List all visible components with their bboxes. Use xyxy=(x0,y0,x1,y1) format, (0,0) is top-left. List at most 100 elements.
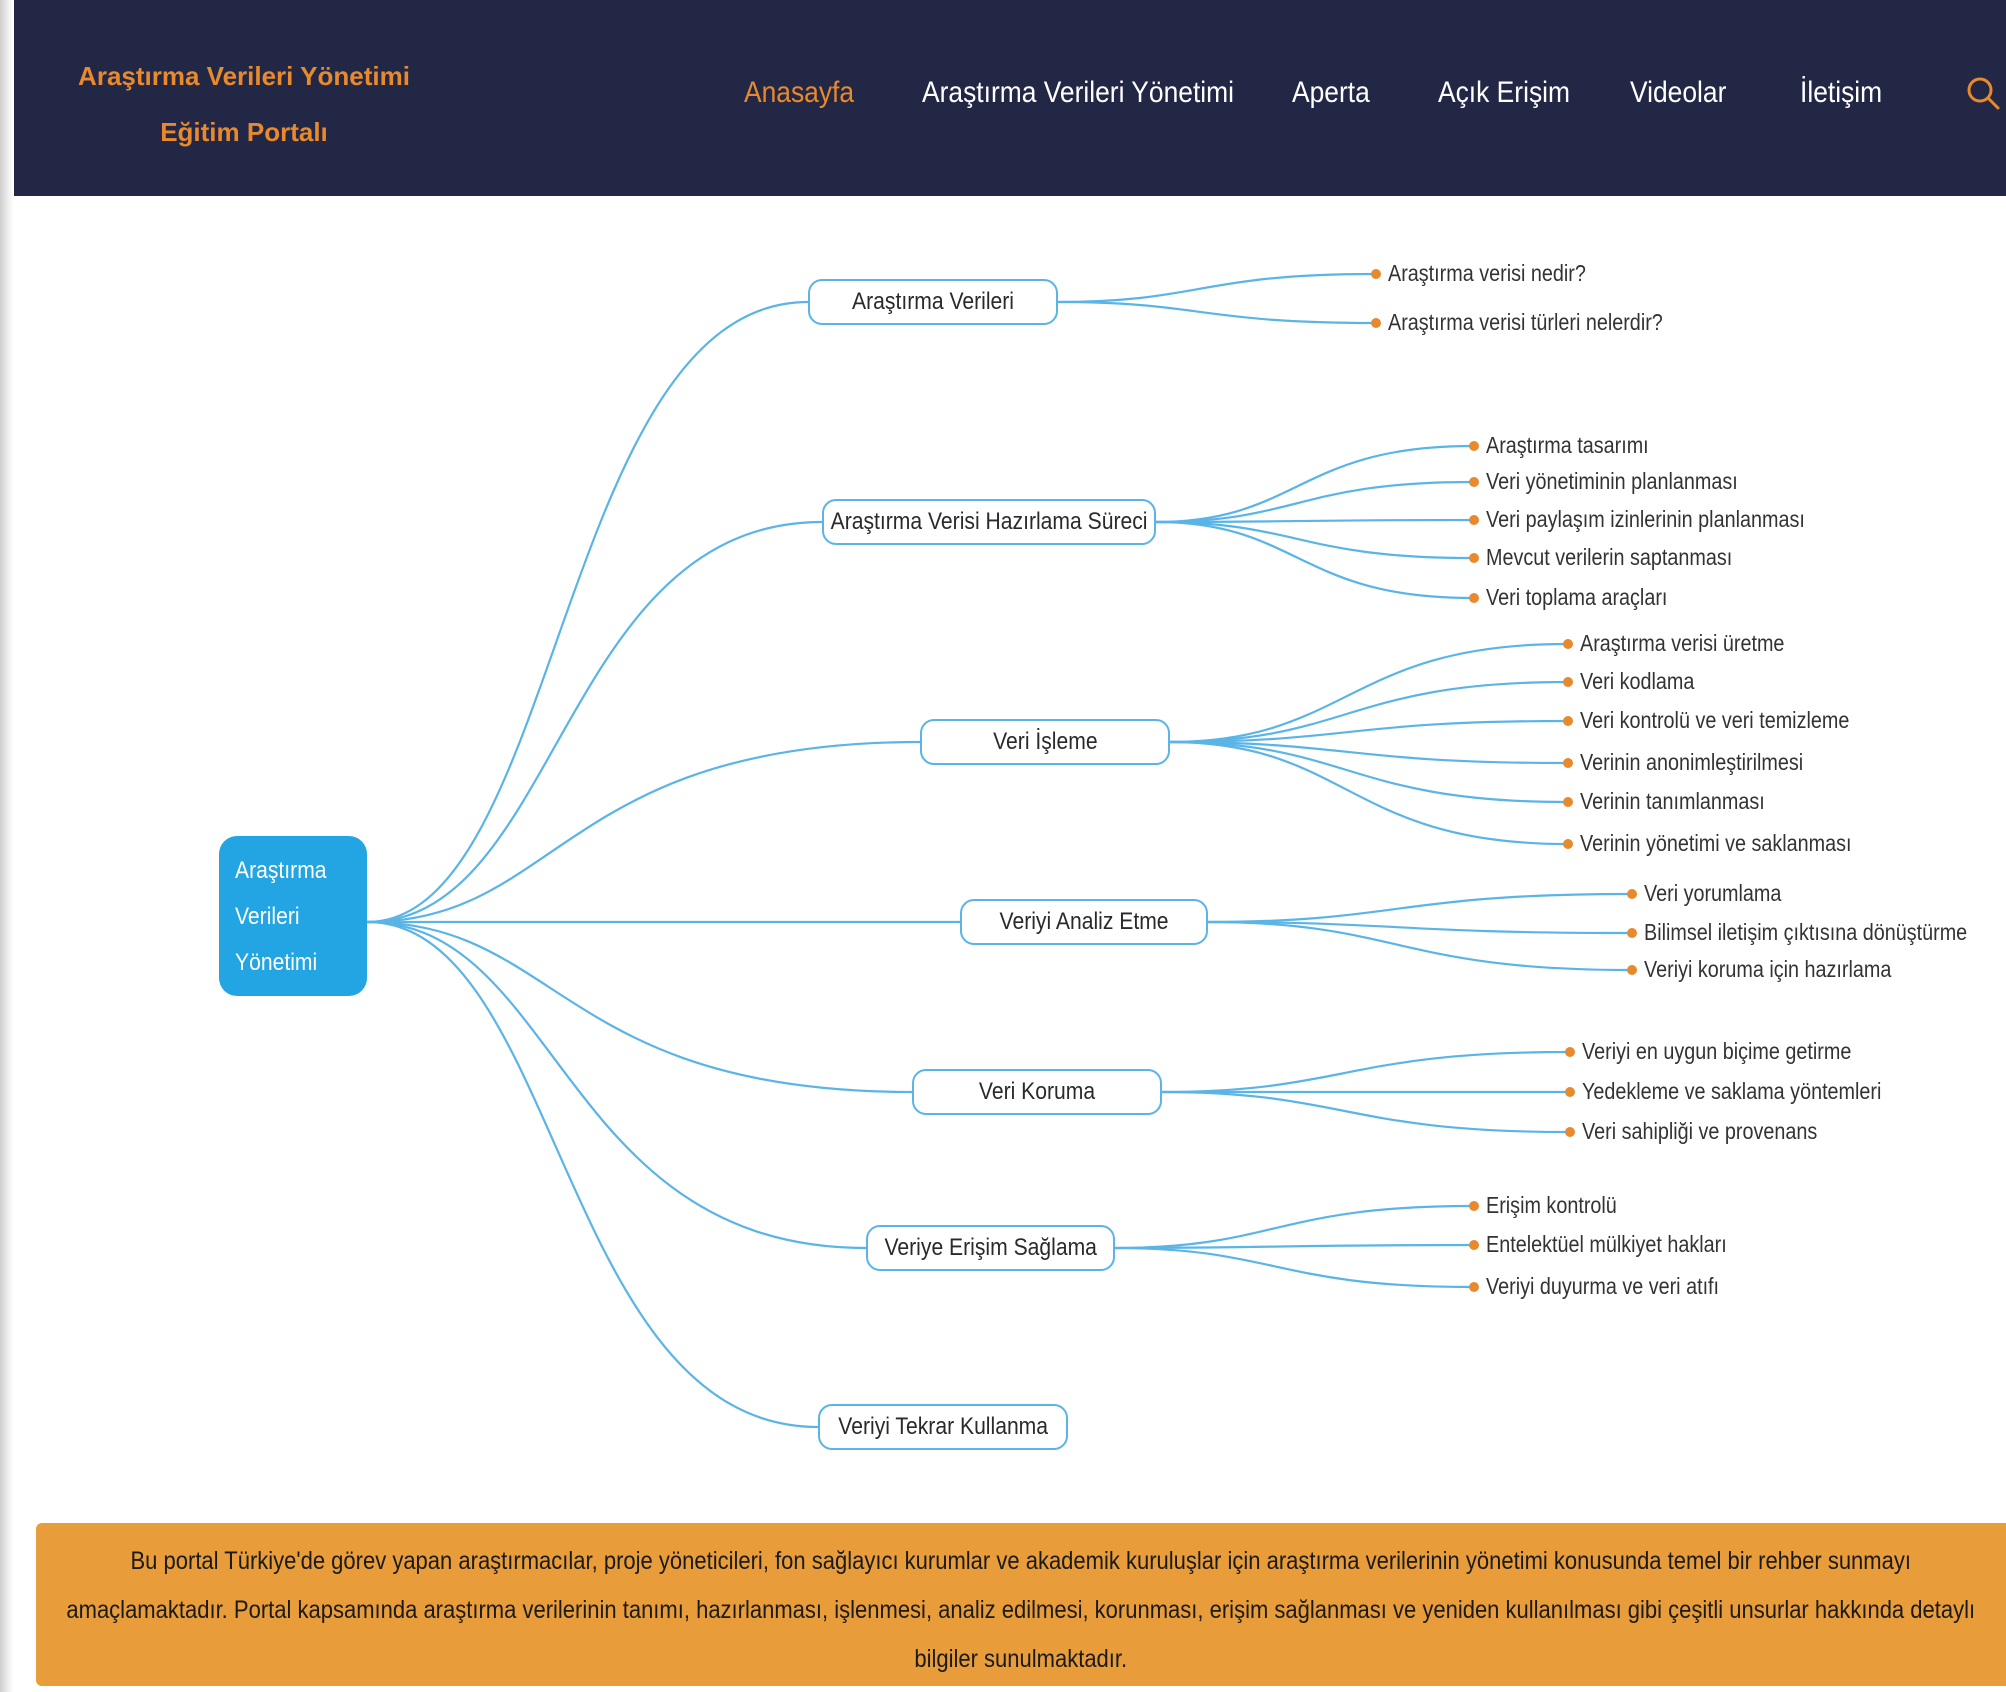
branch-3-leaf-connector-6 xyxy=(1169,740,1567,846)
root-to-branch-connector-2 xyxy=(366,520,823,924)
branch-4-leaf-connector-3 xyxy=(1207,920,1631,972)
leaf-bullet-dot xyxy=(1627,965,1637,975)
nav-videolar[interactable]: Videolar xyxy=(1630,76,1727,109)
root-to-branch-connector-1 xyxy=(366,300,809,924)
branch-3-leaf-connector-4 xyxy=(1169,740,1567,765)
branch-3-leaf-connector-5 xyxy=(1169,740,1567,804)
leaf-bullet-dot xyxy=(1469,477,1479,487)
branch-3-leaf-connector-2 xyxy=(1169,680,1567,744)
leaf-bullet-dot xyxy=(1469,515,1479,525)
root-to-branch-connector-5 xyxy=(366,920,913,1094)
leaf-topic-2-3[interactable]: Veri paylaşım izinlerinin planlanması xyxy=(1486,506,1805,532)
branch-node-4[interactable]: Veriyi Analiz Etme xyxy=(960,899,1208,945)
branch-6-leaf-connector-1 xyxy=(1114,1204,1473,1250)
branch-node-5[interactable]: Veri Koruma xyxy=(912,1069,1162,1115)
branch-5-leaf-connector-1 xyxy=(1161,1050,1569,1094)
brand-line-2: Eğitim Portalı xyxy=(160,117,328,147)
leaf-topic-3-4[interactable]: Verinin anonimleştirilmesi xyxy=(1580,749,1804,775)
leaf-topic-2-1[interactable]: Araştırma tasarımı xyxy=(1486,432,1649,458)
root-label-line-2: Verileri xyxy=(235,903,300,930)
leaf-bullet-dot xyxy=(1563,839,1573,849)
branch-node-3[interactable]: Veri İşleme xyxy=(920,719,1170,765)
leaf-bullet-dot xyxy=(1563,716,1573,726)
nav-acik-erisim[interactable]: Açık Erişim xyxy=(1438,76,1570,109)
branch-node-7[interactable]: Veriyi Tekrar Kullanma xyxy=(818,1404,1068,1450)
leaf-topic-1-1[interactable]: Araştırma verisi nedir? xyxy=(1388,260,1586,286)
branch-node-2[interactable]: Araştırma Verisi Hazırlama Süreci xyxy=(822,499,1156,545)
leaf-topic-1-2[interactable]: Araştırma verisi türleri nelerdir? xyxy=(1388,309,1663,335)
portal-description-banner: Bu portal Türkiye'de görev yapan araştır… xyxy=(36,1523,2006,1686)
leaf-bullet-dot xyxy=(1563,797,1573,807)
leaf-bullet-dot xyxy=(1627,889,1637,899)
page-left-edge xyxy=(0,0,14,1692)
branch-node-label: Veri Koruma xyxy=(978,1078,1096,1105)
leaf-topic-3-6[interactable]: Verinin yönetimi ve saklanması xyxy=(1580,830,1852,856)
brand-line-1: Araştırma Verileri Yönetimi xyxy=(78,61,410,91)
leaf-bullet-dot xyxy=(1469,1240,1479,1250)
leaf-topic-5-1[interactable]: Veriyi en uygun biçime getirme xyxy=(1582,1038,1852,1064)
leaf-topic-5-2[interactable]: Yedekleme ve saklama yöntemleri xyxy=(1582,1078,1882,1104)
branch-node-label: Araştırma Verileri xyxy=(852,288,1014,315)
branch-3-leaf-connector-1 xyxy=(1169,642,1567,744)
branch-2-leaf-connector-3 xyxy=(1155,518,1473,524)
branch-1-leaf-connector-2 xyxy=(1057,300,1375,325)
branch-node-1[interactable]: Araştırma Verileri xyxy=(808,279,1058,325)
leaf-topic-3-5[interactable]: Verinin tanımlanması xyxy=(1580,788,1765,814)
search-icon[interactable] xyxy=(1964,74,2004,114)
leaf-topic-6-3[interactable]: Veriyi duyurma ve veri atıfı xyxy=(1486,1273,1720,1299)
leaf-topic-3-3[interactable]: Veri kontrolü ve veri temizleme xyxy=(1580,707,1850,733)
branch-node-label: Veriye Erişim Sağlama xyxy=(884,1234,1097,1261)
leaf-bullet-dot xyxy=(1371,318,1381,328)
site-brand[interactable]: Araştırma Verileri Yönetimi Eğitim Porta… xyxy=(74,48,414,160)
root-to-branch-connector-7 xyxy=(366,920,819,1429)
branch-1-leaf-connector-1 xyxy=(1057,272,1375,304)
branch-5-leaf-connector-3 xyxy=(1161,1090,1569,1134)
branch-node-6[interactable]: Veriye Erişim Sağlama xyxy=(866,1225,1115,1271)
leaf-bullet-dot xyxy=(1627,928,1637,938)
root-label-line-1: Araştırma xyxy=(235,857,327,884)
branch-node-label: Veri İşleme xyxy=(992,728,1098,755)
leaf-bullet-dot xyxy=(1563,677,1573,687)
branch-2-leaf-connector-1 xyxy=(1155,444,1473,524)
top-navbar: Araştırma Verileri Yönetimi Eğitim Porta… xyxy=(14,0,2006,196)
leaf-topic-6-1[interactable]: Erişim kontrolü xyxy=(1486,1192,1617,1218)
nav-anasayfa[interactable]: Anasayfa xyxy=(744,76,855,109)
leaf-topic-2-5[interactable]: Veri toplama araçları xyxy=(1486,584,1668,610)
portal-description-text: Bu portal Türkiye'de görev yapan araştır… xyxy=(66,1547,1976,1673)
branch-node-label: Veriyi Tekrar Kullanma xyxy=(838,1413,1048,1440)
mindmap-root-node[interactable]: Araştırma Verileri Yönetimi xyxy=(219,836,367,996)
root-to-branch-connector-6 xyxy=(366,920,867,1250)
leaf-bullet-dot xyxy=(1565,1127,1575,1137)
leaf-topic-4-3[interactable]: Veriyi koruma için hazırlama xyxy=(1644,956,1892,982)
root-label-line-3: Yönetimi xyxy=(235,949,318,976)
leaf-topic-6-2[interactable]: Entelektüel mülkiyet hakları xyxy=(1486,1231,1727,1257)
branch-2-leaf-connector-2 xyxy=(1155,480,1473,524)
branch-node-label: Araştırma Verisi Hazırlama Süreci xyxy=(830,508,1148,535)
leaf-bullet-dot xyxy=(1469,593,1479,603)
branch-6-leaf-connector-2 xyxy=(1114,1243,1473,1250)
branch-6-leaf-connector-3 xyxy=(1114,1246,1473,1289)
branch-2-leaf-connector-4 xyxy=(1155,520,1473,560)
leaf-topic-5-3[interactable]: Veri sahipliği ve provenans xyxy=(1582,1118,1818,1144)
leaf-topic-2-4[interactable]: Mevcut verilerin saptanması xyxy=(1486,544,1733,570)
leaf-topic-2-2[interactable]: Veri yönetiminin planlanması xyxy=(1486,468,1738,494)
branch-2-leaf-connector-5 xyxy=(1155,520,1473,600)
nav-arastirma-verileri-yonetimi[interactable]: Araştırma Verileri Yönetimi xyxy=(922,76,1235,109)
branch-node-label: Veriyi Analiz Etme xyxy=(999,908,1169,935)
leaf-topic-3-1[interactable]: Araştırma verisi üretme xyxy=(1580,630,1785,656)
nav-aperta[interactable]: Aperta xyxy=(1292,76,1370,109)
branch-4-leaf-connector-1 xyxy=(1207,892,1631,924)
leaf-bullet-dot xyxy=(1565,1087,1575,1097)
branch-4-leaf-connector-2 xyxy=(1207,920,1631,935)
leaf-topic-4-1[interactable]: Veri yorumlama xyxy=(1644,880,1782,906)
leaf-bullet-dot xyxy=(1469,553,1479,563)
leaf-topic-4-2[interactable]: Bilimsel iletişim çıktısına dönüştürme xyxy=(1644,919,1968,945)
leaf-bullet-dot xyxy=(1469,1201,1479,1211)
leaf-bullet-dot xyxy=(1469,441,1479,451)
leaf-bullet-dot xyxy=(1469,1282,1479,1292)
leaf-topic-3-2[interactable]: Veri kodlama xyxy=(1580,668,1695,694)
leaf-bullet-dot xyxy=(1371,269,1381,279)
root-to-branch-connector-3 xyxy=(366,740,921,924)
nav-iletisim[interactable]: İletişim xyxy=(1800,76,1883,109)
